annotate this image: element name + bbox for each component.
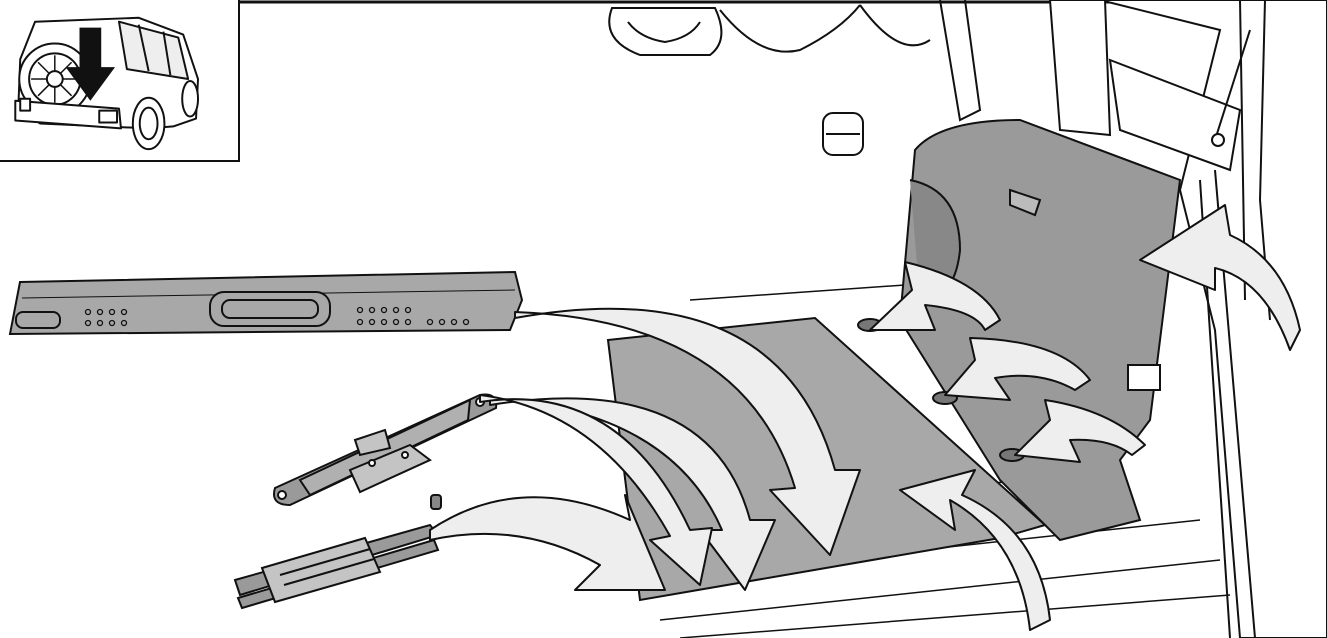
vehicle-location-inset xyxy=(0,0,240,162)
tool-bundle-icon xyxy=(235,495,441,608)
load-floor-panel-icon xyxy=(10,272,522,334)
vehicle-rear-arrow-icon xyxy=(0,0,238,160)
scissor-jack-icon xyxy=(274,395,496,505)
curved-arrow-icon xyxy=(430,495,665,590)
